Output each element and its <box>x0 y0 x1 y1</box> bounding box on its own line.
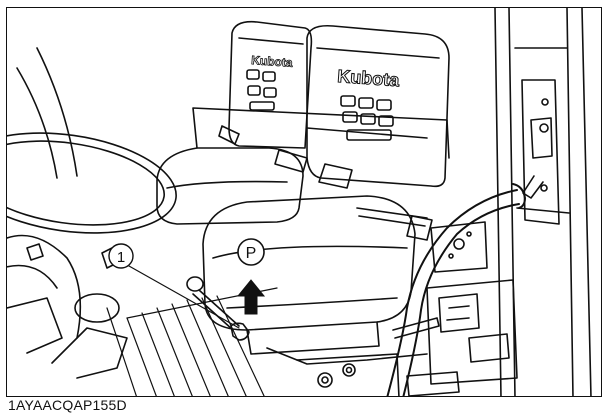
grab-handle <box>386 183 526 396</box>
side-panel <box>521 79 560 225</box>
seat-belts <box>218 125 433 241</box>
seat-back-left <box>228 20 313 149</box>
figure-code: 1AYAACQAP155D <box>8 397 127 413</box>
brand-label-lower-seat: Kubota <box>337 66 401 90</box>
bottom-console <box>296 353 460 396</box>
left-console <box>7 243 128 379</box>
seat-brake-illustration: Kubota Kubota 1 P <box>7 8 592 396</box>
callout-leader-line <box>128 265 240 329</box>
up-arrow-icon <box>236 279 266 315</box>
cab-pillar <box>494 8 592 396</box>
callout-circle <box>108 243 134 269</box>
seat-cushion-left <box>156 147 304 225</box>
steering-wheel <box>7 47 177 339</box>
seat-back-right <box>306 24 450 188</box>
brand-label-upper-seat: Kubota <box>251 53 294 70</box>
illustration-frame: Kubota Kubota 1 P <box>6 7 602 397</box>
parking-brake-lever <box>186 276 250 341</box>
parking-symbol-circle <box>237 238 265 266</box>
parking-symbol-letter: P <box>246 245 257 262</box>
right-console <box>392 221 518 385</box>
callout-number: 1 <box>117 249 125 266</box>
